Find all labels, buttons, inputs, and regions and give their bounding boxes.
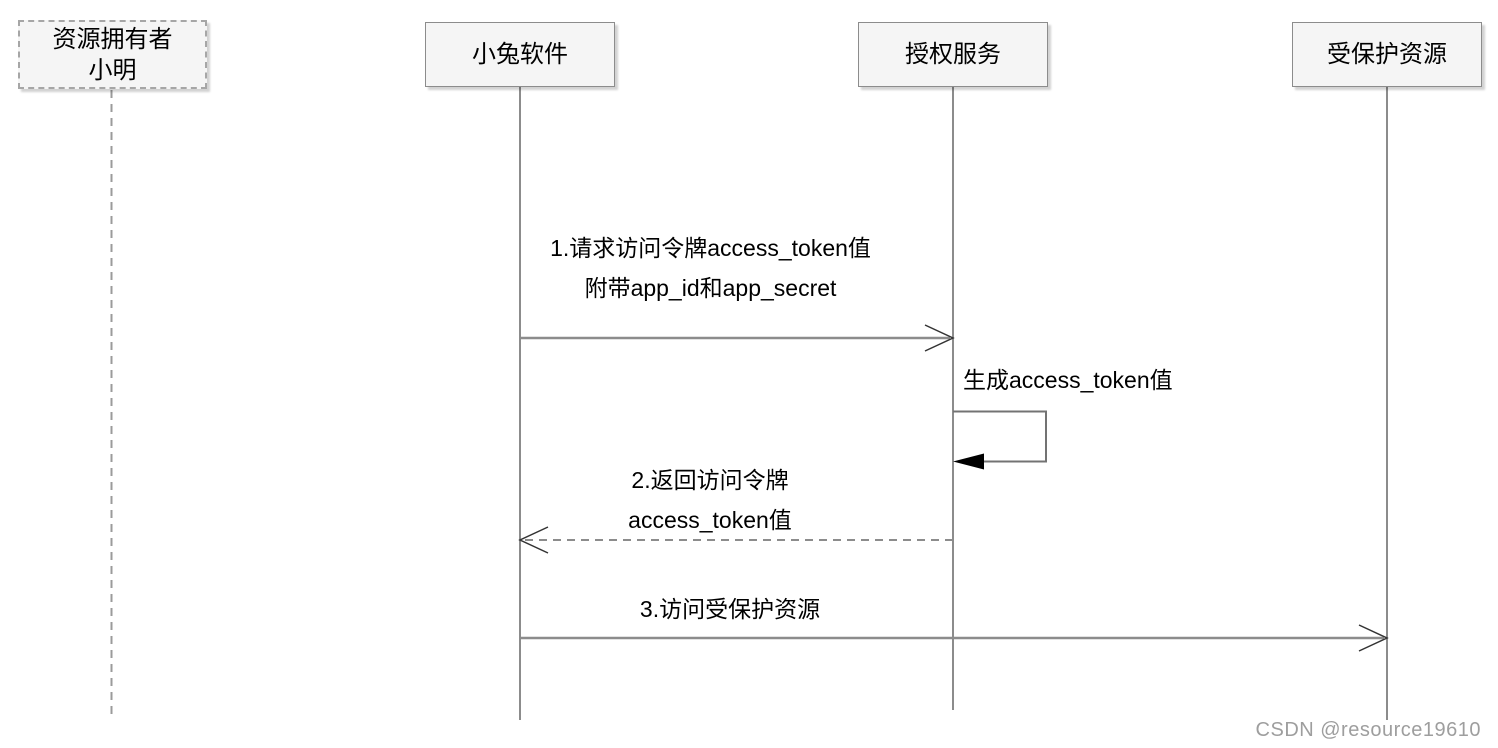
message-2-label: 2.返回访问令牌 access_token值 — [628, 467, 792, 533]
message-1-open-arrowhead-icon — [924, 324, 955, 352]
actor-label-resource-owner: 资源拥有者 小明 — [52, 25, 173, 84]
self-loop-filled-arrowhead-icon — [953, 453, 984, 470]
actor-box-auth-service: 授权服务 — [858, 22, 1048, 87]
actor-box-rabbit-software: 小兔软件 — [425, 22, 615, 87]
message-3-open-arrowhead-icon — [1358, 624, 1389, 652]
self-loop-label: 生成access_token值 — [963, 367, 1173, 393]
csdn-watermark: CSDN @resource19610 — [1255, 719, 1481, 741]
message-2-open-arrowhead-icon — [518, 526, 549, 554]
self-loop-line — [953, 410, 1047, 463]
actor-box-resource-owner: 资源拥有者 小明 — [18, 20, 207, 89]
message-3-label: 3.访问受保护资源 — [639, 596, 821, 622]
actor-label-protected-resource: 受保护资源 — [1327, 41, 1447, 68]
actor-label-auth-service: 授权服务 — [905, 41, 1001, 68]
message-1-label: 1.请求访问令牌access_token值 附带app_id和app_secre… — [550, 235, 871, 301]
actor-label-rabbit-software: 小兔软件 — [472, 41, 568, 68]
actor-box-protected-resource: 受保护资源 — [1292, 22, 1482, 87]
